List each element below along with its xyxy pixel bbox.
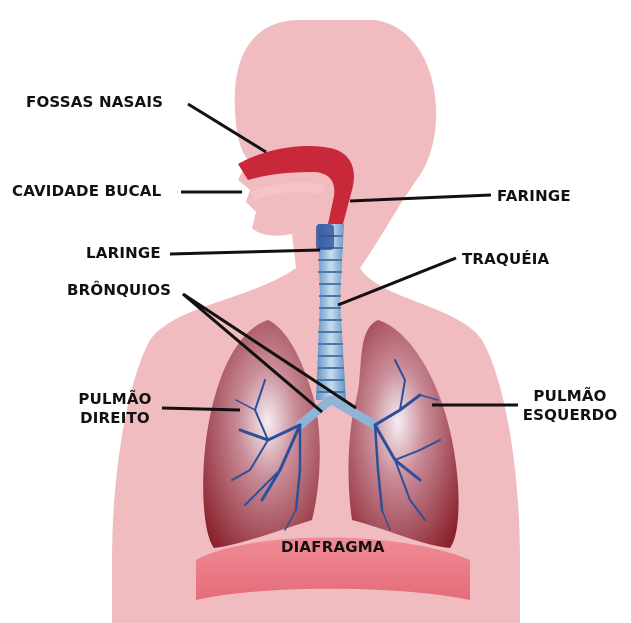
label-pulmao-direito: PULMÃO DIREITO xyxy=(72,390,158,428)
label-pulmao-esquerdo-line1: PULMÃO xyxy=(522,387,618,406)
label-bronquios: BRÔNQUIOS xyxy=(67,281,171,300)
label-diafragma: DIAFRAGMA xyxy=(281,538,385,557)
label-laringe: LARINGE xyxy=(86,244,161,263)
label-fossas-nasais: FOSSAS NASAIS xyxy=(26,93,163,112)
body-silhouette xyxy=(112,20,520,623)
label-traqueia: TRAQUÉIA xyxy=(462,250,549,269)
label-pulmao-direito-line1: PULMÃO xyxy=(72,390,158,409)
label-pulmao-esquerdo-line2: ESQUERDO xyxy=(522,406,618,425)
label-pulmao-esquerdo: PULMÃO ESQUERDO xyxy=(522,387,618,425)
label-faringe: FARINGE xyxy=(497,187,571,206)
label-pulmao-direito-line2: DIREITO xyxy=(72,409,158,428)
label-cavidade-bucal: CAVIDADE BUCAL xyxy=(12,182,161,201)
